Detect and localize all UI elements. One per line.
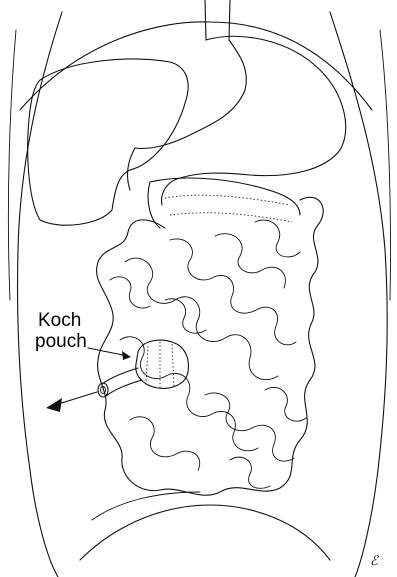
transverse-colon: [148, 178, 300, 228]
koch-pouch: [98, 340, 188, 397]
small-intestine: [97, 197, 324, 495]
outflow-arrow: [46, 392, 97, 412]
torso-outline: [8, 12, 390, 577]
koch-label-line2: pouch: [35, 331, 87, 353]
liver: [28, 59, 188, 225]
artist-signature: ℰ: [370, 554, 378, 569]
esophagus: [205, 0, 230, 40]
label-pointer-arrow: [88, 348, 131, 360]
koch-label-line1: Koch: [38, 310, 81, 332]
